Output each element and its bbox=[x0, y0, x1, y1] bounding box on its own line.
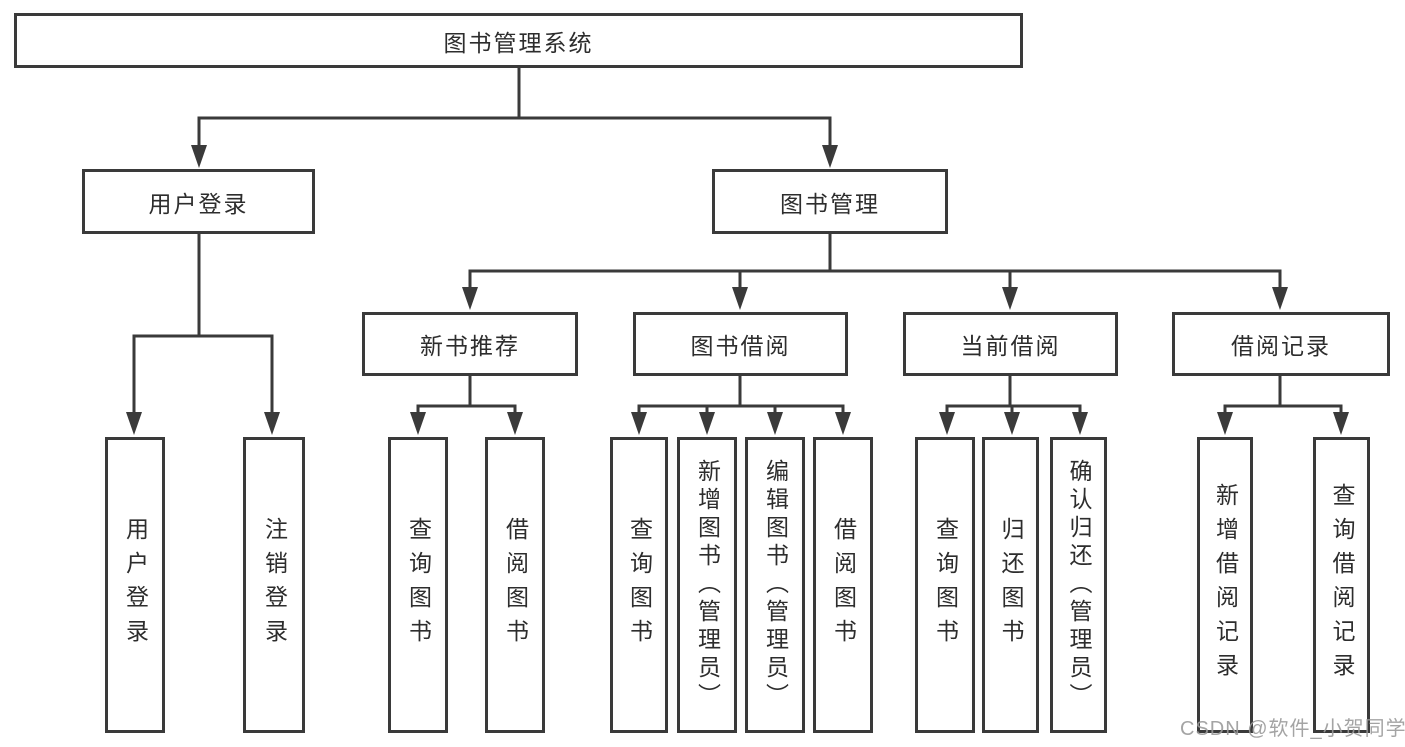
node-label: 查询图书 bbox=[626, 517, 653, 653]
node-label: 归还图书 bbox=[998, 517, 1024, 653]
node-label: 用户登录 bbox=[122, 517, 149, 653]
csdn-watermark: CSDN @软件_小贺同学 bbox=[1180, 718, 1405, 740]
node-label: 注销登录 bbox=[261, 517, 288, 653]
node-book-management: 图书管理 bbox=[712, 169, 948, 234]
node-label: 借阅图书 bbox=[502, 517, 529, 653]
leaf-borrow-books-recommend: 借阅图书 bbox=[485, 437, 545, 733]
node-label: 借阅图书 bbox=[830, 517, 857, 653]
node-label: 当前借阅 bbox=[960, 333, 1061, 359]
leaf-logout: 注销登录 bbox=[243, 437, 305, 733]
node-label: 新增图书（管理员） bbox=[694, 459, 721, 711]
leaf-user-login: 用户登录 bbox=[105, 437, 165, 733]
node-label: 新书推荐 bbox=[420, 333, 520, 359]
node-book-borrowing: 图书借阅 bbox=[633, 312, 848, 376]
node-label: 确认归还（管理员） bbox=[1066, 459, 1092, 711]
node-new-book-recommendation: 新书推荐 bbox=[362, 312, 578, 376]
node-label: 编辑图书（管理员） bbox=[762, 459, 789, 711]
leaf-add-borrow-record: 新增借阅记录 bbox=[1197, 437, 1253, 733]
leaf-add-books-admin: 新增图书（管理员） bbox=[677, 437, 737, 733]
node-label: 图书管理 bbox=[780, 190, 880, 217]
leaf-query-books-current: 查询图书 bbox=[915, 437, 975, 733]
node-label: 查询图书 bbox=[932, 517, 959, 653]
leaf-query-borrow-record: 查询借阅记录 bbox=[1313, 437, 1370, 733]
leaf-query-books-recommend: 查询图书 bbox=[388, 437, 448, 733]
leaf-borrow-books: 借阅图书 bbox=[813, 437, 873, 733]
node-label: 查询借阅记录 bbox=[1329, 483, 1355, 687]
leaf-confirm-return-admin: 确认归还（管理员） bbox=[1050, 437, 1107, 733]
node-label: 新增借阅记录 bbox=[1212, 483, 1239, 687]
node-label: 图书借阅 bbox=[690, 333, 791, 359]
node-current-borrowing: 当前借阅 bbox=[903, 312, 1118, 376]
node-label: 借阅记录 bbox=[1231, 333, 1331, 359]
leaf-query-books-borrow: 查询图书 bbox=[610, 437, 668, 733]
leaf-return-books: 归还图书 bbox=[982, 437, 1039, 733]
arrowheads bbox=[126, 145, 1349, 435]
node-user-login: 用户登录 bbox=[82, 169, 315, 234]
node-library-management-system: 图书管理系统 bbox=[14, 13, 1023, 68]
leaf-edit-books-admin: 编辑图书（管理员） bbox=[745, 437, 805, 733]
node-label: 用户登录 bbox=[148, 190, 249, 217]
node-label: 图书管理系统 bbox=[443, 29, 594, 56]
node-label: 查询图书 bbox=[405, 517, 432, 653]
node-borrowing-records: 借阅记录 bbox=[1172, 312, 1390, 376]
